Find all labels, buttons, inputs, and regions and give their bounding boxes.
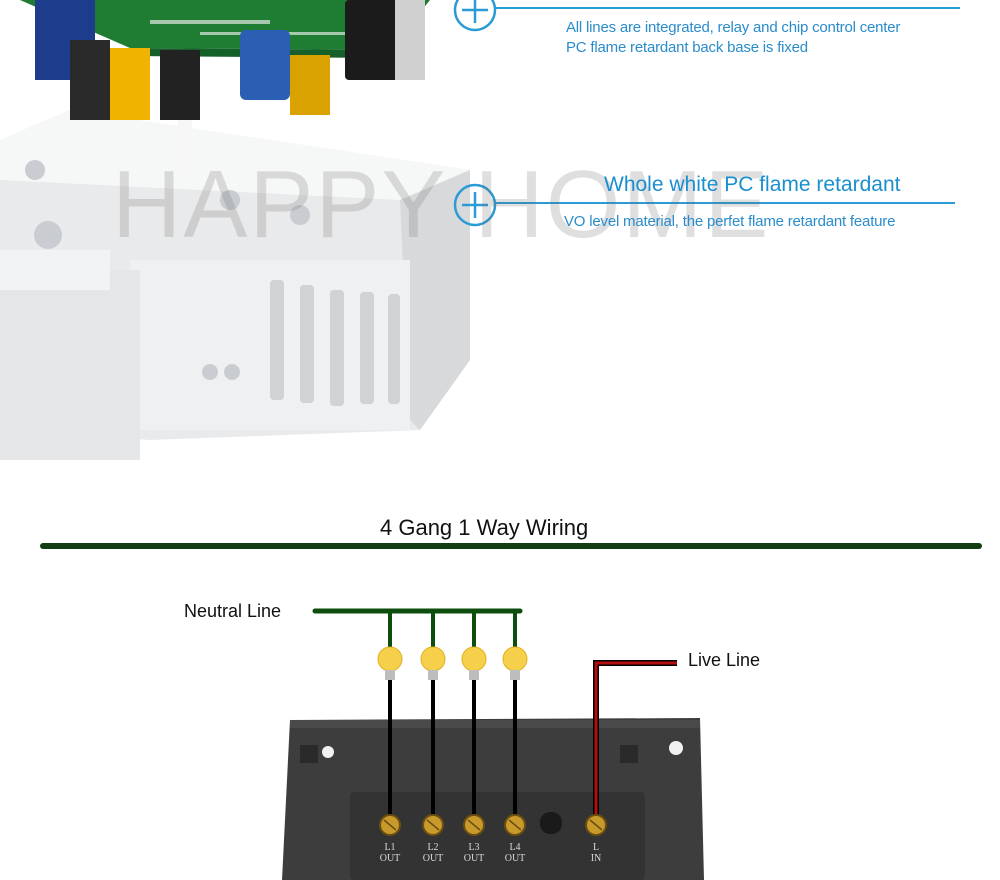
blank-terminal (540, 812, 562, 834)
watermark-text: HAPPY HOME (112, 151, 771, 258)
callout-2-line-1: VO level material, the perfet flame reta… (564, 213, 896, 230)
terminal-name: L3 (468, 842, 480, 853)
light-bulb-icon (502, 646, 528, 672)
bulb-base (385, 670, 395, 680)
live-wire (594, 661, 677, 825)
section-divider (40, 543, 982, 549)
mount-screw-right (669, 741, 683, 755)
screw-slot (467, 819, 481, 831)
terminal-name: L4 (509, 842, 521, 853)
screw-slot (589, 819, 603, 831)
mount-hole-left (300, 745, 318, 763)
terminal-type: OUT (463, 853, 485, 864)
switch-module (282, 718, 704, 880)
switch-backbox-illustration (0, 0, 960, 460)
bulb-base (469, 670, 479, 680)
neutral-line-label: Neutral Line (184, 601, 282, 621)
product-photo: HAPPY HOME All lines are integrated, rel… (0, 0, 960, 460)
mount-hole-right (620, 745, 638, 763)
terminal-block (350, 792, 645, 880)
screw-slot (383, 819, 397, 831)
light-bulb-icon (377, 646, 403, 672)
live-line-label: Live Line (688, 650, 761, 670)
terminal-name: L1 (384, 842, 396, 853)
screw-slot (426, 819, 440, 831)
callout-2-title: Whole white PC flame retardant (604, 173, 901, 196)
terminal-type: OUT (504, 853, 526, 864)
terminal-type: OUT (422, 853, 444, 864)
terminal-type: OUT (379, 853, 401, 864)
light-bulb-icon (461, 646, 487, 672)
section-title: 4 Gang 1 Way Wiring (380, 515, 589, 540)
screw-slot (508, 819, 522, 831)
terminal-name: L2 (427, 842, 439, 853)
bulb-base (428, 670, 438, 680)
bulb-base (510, 670, 520, 680)
terminal-type: IN (590, 853, 602, 864)
terminal-name: L (592, 842, 600, 853)
callout-1-line-1: All lines are integrated, relay and chip… (566, 19, 901, 36)
mount-screw-left (322, 746, 334, 758)
callout-1-line-2: PC flame retardant back base is fixed (566, 39, 808, 56)
light-bulb-icon (420, 646, 446, 672)
